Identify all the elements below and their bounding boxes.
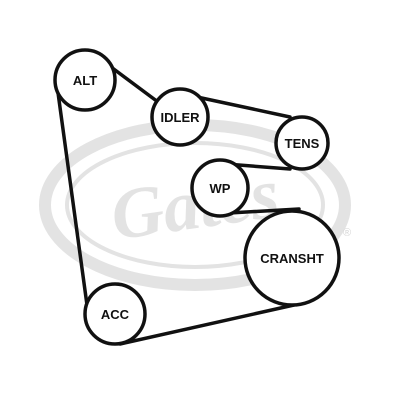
pulley-cransht: CRANSHT bbox=[243, 209, 341, 307]
pulley-alt-label: ALT bbox=[73, 73, 97, 88]
pulley-tens: TENS bbox=[274, 115, 330, 171]
pulley-wp-circle bbox=[190, 158, 250, 218]
pulley-idler: IDLER bbox=[150, 87, 210, 147]
pulley-cransht-circle bbox=[243, 209, 341, 307]
pulley-acc-label: ACC bbox=[101, 307, 130, 322]
pulley-wp: WP bbox=[190, 158, 250, 218]
watermark-oval-inner bbox=[65, 141, 325, 269]
pulley-idler-label: IDLER bbox=[161, 110, 201, 125]
pulley-tens-label: TENS bbox=[285, 136, 320, 151]
pulley-tens-circle bbox=[274, 115, 330, 171]
pulley-idler-circle bbox=[150, 87, 210, 147]
belt-segment-idler-tens bbox=[195, 95, 292, 119]
belt-segment-cransht-acc bbox=[118, 303, 296, 346]
belt-segment-acc-alt bbox=[54, 76, 89, 307]
pulley-wp-label: WP bbox=[210, 181, 231, 196]
pulley-cransht-label: CRANSHT bbox=[260, 251, 324, 266]
pulley-acc: ACC bbox=[83, 282, 147, 346]
pulley-alt-circle bbox=[53, 48, 117, 112]
belt-segment-alt-idler bbox=[109, 65, 160, 104]
watermark-registered-mark: ® bbox=[343, 227, 351, 239]
pulley-alt: ALT bbox=[53, 48, 117, 112]
pulley-acc-circle bbox=[83, 282, 147, 346]
